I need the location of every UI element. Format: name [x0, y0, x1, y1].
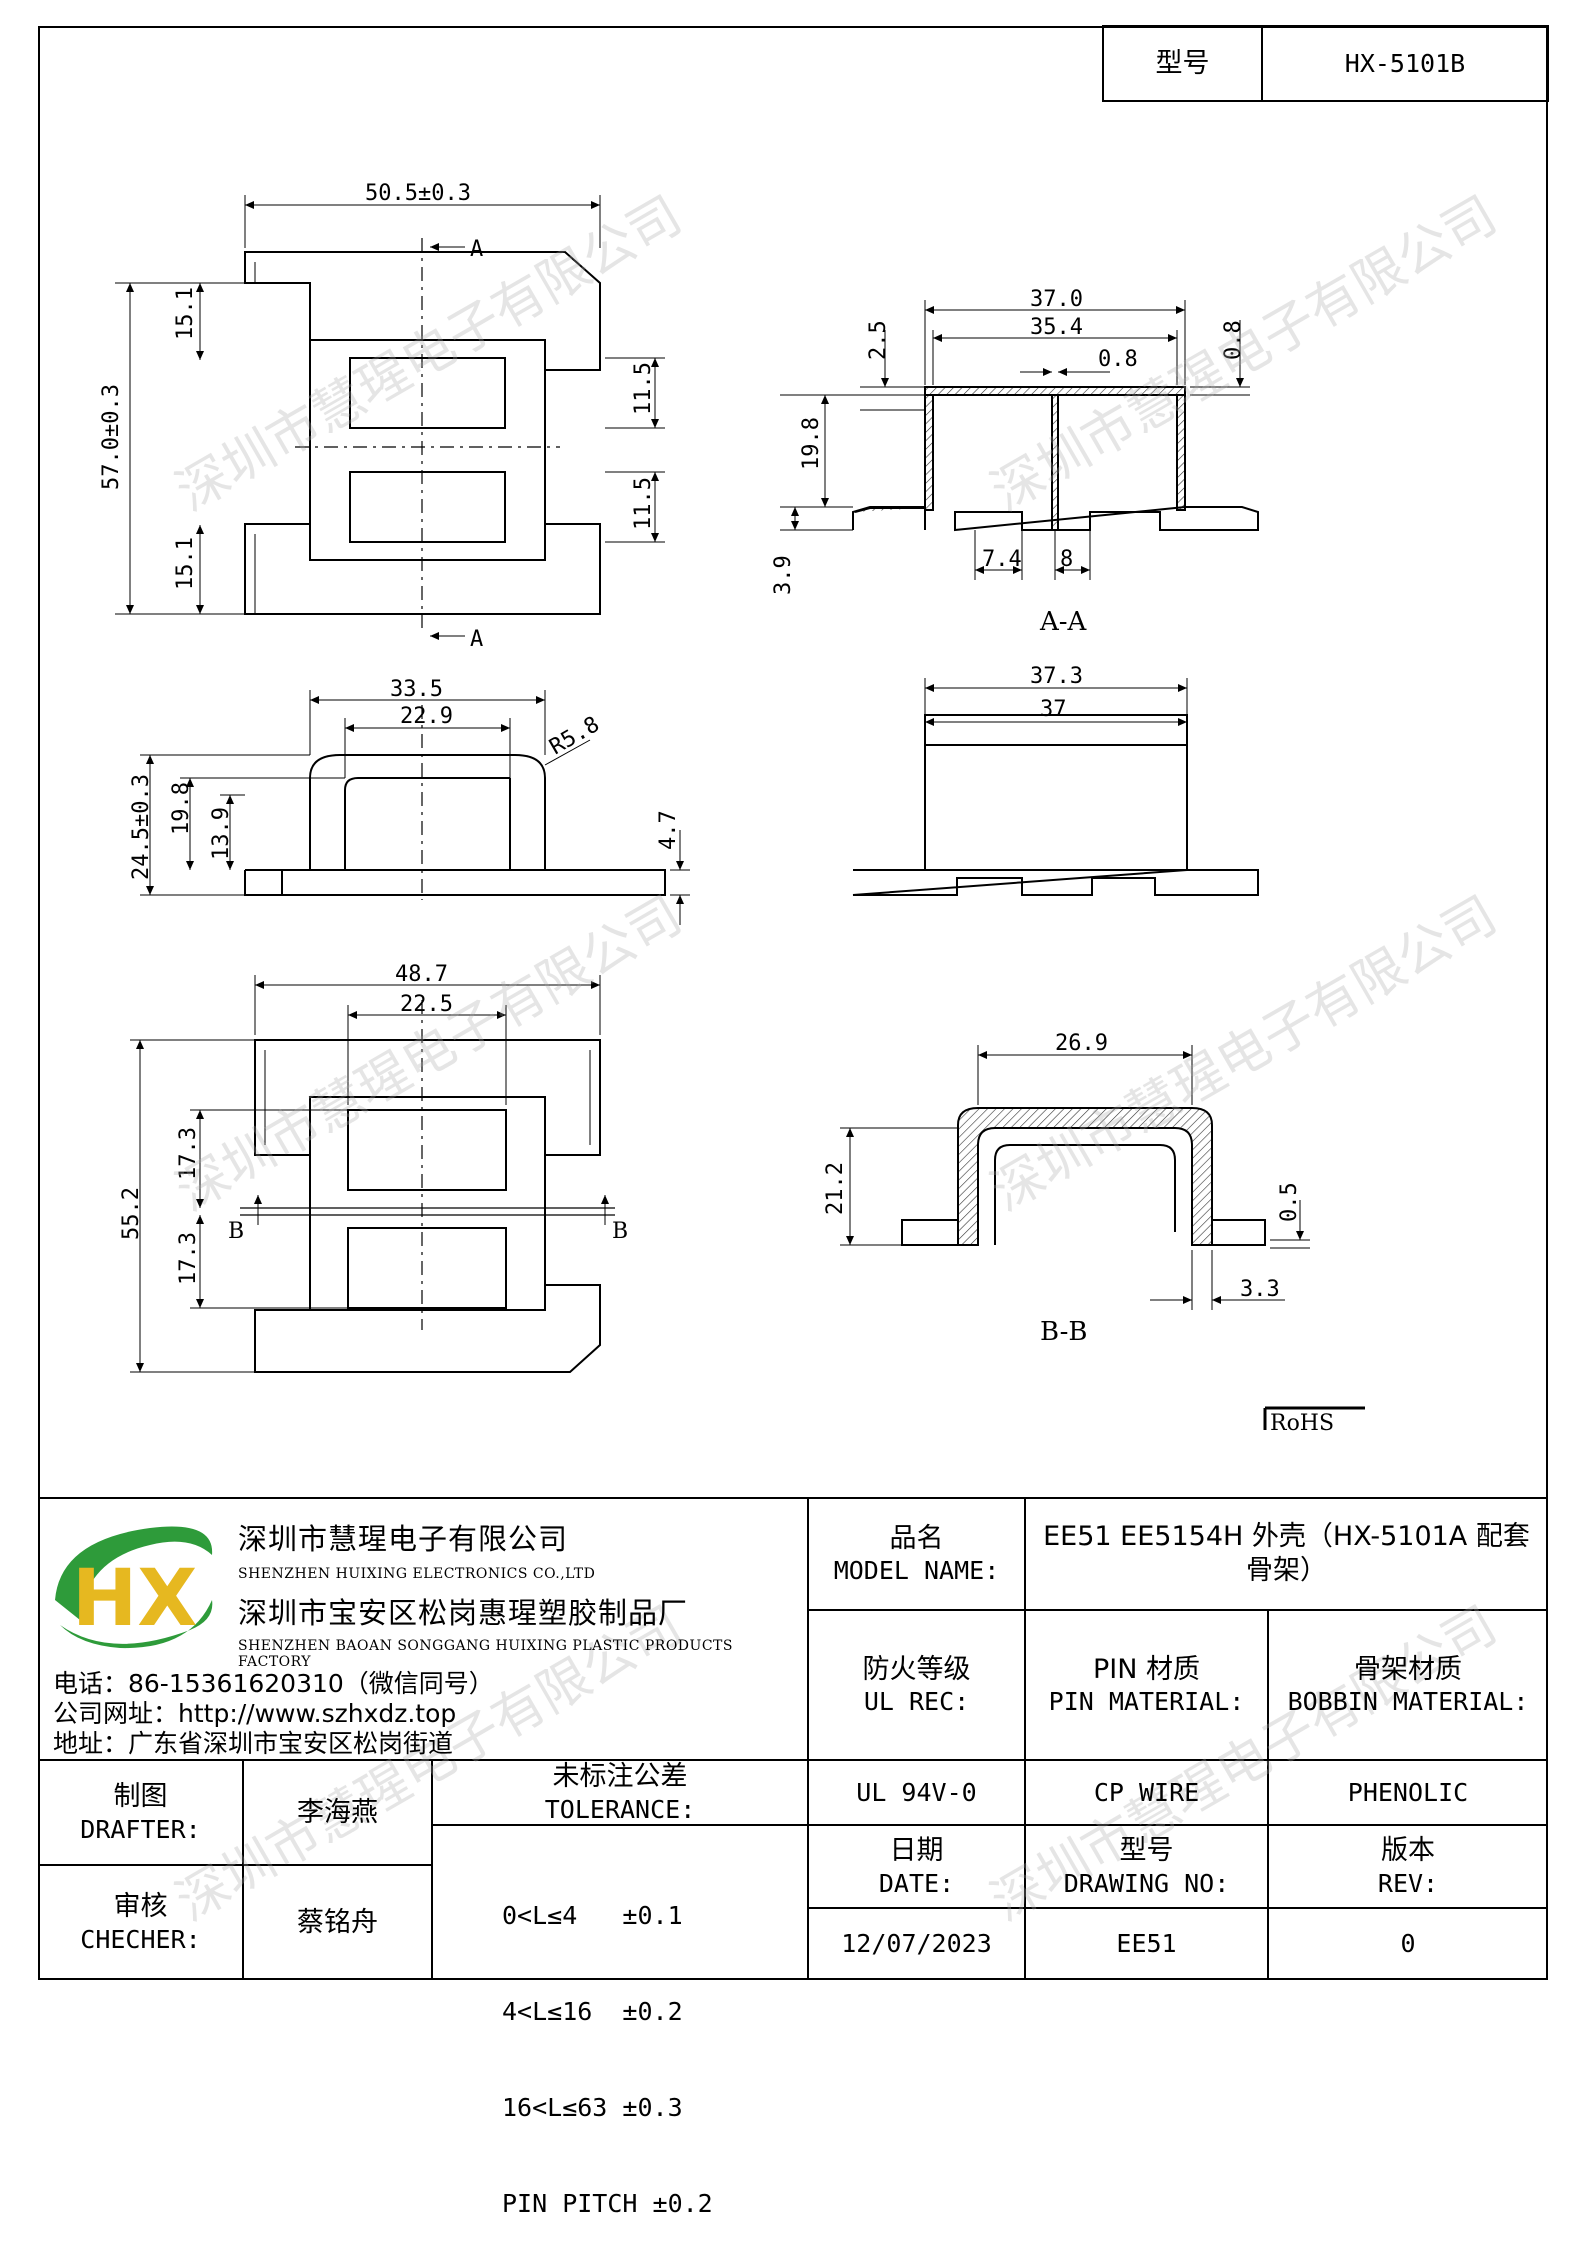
tolerance-row: 4<L≤16 ±0.2: [502, 1997, 683, 2026]
dim-bottom-half-top: 17.3: [176, 1127, 201, 1180]
top-view: 50.5±0.3 A A 57.0±0.3 15.1 15.1 11.5 11.…: [99, 181, 665, 652]
ul-rec-value: UL 94V-0: [856, 1777, 977, 1807]
rev-value: 0: [1400, 1929, 1416, 1959]
dim-side-inner: 37: [1040, 697, 1067, 722]
company-name-cn: 深圳市慧瑆电子有限公司: [238, 1522, 569, 1556]
dim-aa-outer: 37.0: [1030, 287, 1083, 312]
model-name-value: EE51 EE5154H 外壳（HX-5101A 配套骨架）: [1043, 1521, 1530, 1586]
section-bb-title: B-B: [1040, 1317, 1087, 1347]
dim-aa-center: 8: [1060, 547, 1073, 572]
dim-bb-height: 21.2: [823, 1162, 848, 1215]
company-address: 地址：广东省深圳市宝安区松岗街道: [53, 1729, 454, 1758]
company-phone: 电话：86-15361620310（微信同号）: [53, 1669, 494, 1698]
dim-front-low: 13.9: [209, 807, 234, 860]
svg-text:HX: HX: [72, 1554, 197, 1644]
factory-name-cn: 深圳市宝安区松岗惠瑆塑胶制品厂: [238, 1596, 689, 1630]
company-info: 深圳市慧瑆电子有限公司 SHENZHEN HUIXING ELECTRONICS…: [38, 1498, 808, 1760]
dim-aa-inner: 35.4: [1030, 315, 1083, 340]
tolerance-row: 16<L≤63 ±0.3: [502, 2093, 683, 2122]
header-model-value: HX-5101B: [1344, 48, 1466, 78]
dim-aa-base: 3.9: [771, 555, 796, 595]
dim-aa-slot: 7.4: [982, 547, 1022, 572]
dim-side-outer: 37.3: [1030, 664, 1083, 689]
dim-bottom-half-bottom: 17.3: [176, 1232, 201, 1285]
dim-front-base: 4.7: [656, 810, 681, 850]
dim-front-inner: 22.9: [400, 704, 453, 729]
tolerance-row: 0<L≤4 ±0.1: [502, 1901, 683, 1930]
drawing-frame: [38, 26, 1548, 1980]
checker-name: 蔡铭舟: [297, 1906, 378, 1938]
dim-window-bottom: 11.5: [631, 477, 656, 530]
company-logo: HX: [55, 1526, 213, 1649]
dim-bb-width: 26.9: [1055, 1031, 1108, 1056]
section-a-bottom: A: [470, 627, 483, 652]
header-model-label: 型号: [1155, 47, 1210, 79]
factory-name-en: SHENZHEN BAOAN SONGGANG HUIXING PLASTIC …: [238, 1638, 733, 1670]
section-bb-view: 26.9 3.3 B-B 21.2 0.5: [823, 1031, 1310, 1347]
rohs-mark: RoHS: [1263, 1406, 1365, 1436]
dim-window-top: 11.5: [631, 362, 656, 415]
pin-material-value: CP WIRE: [1093, 1777, 1200, 1807]
bottom-view: 48.7 22.5 B B 55.2 17.3 17.3: [119, 962, 628, 1373]
dim-top-height: 57.0±0.3: [99, 384, 124, 490]
tolerance-row: PIN PITCH ±0.2: [502, 2189, 713, 2218]
drafter-name: 李海燕: [297, 1796, 378, 1828]
section-aa-view: 37.0 35.4 0.8 7.4 8 A-A 2.5 0.8 19.8 3.9: [771, 287, 1259, 637]
section-a-top: A: [470, 237, 483, 262]
dim-front-outer: 33.5: [390, 677, 443, 702]
dim-flange-top: 15.1: [173, 287, 198, 340]
company-name-en: SHENZHEN HUIXING ELECTRONICS CO.,LTD: [238, 1566, 596, 1582]
dim-bottom-width: 48.7: [395, 962, 448, 987]
dim-bb-thickness: 0.5: [1277, 1182, 1302, 1222]
dim-aa-height: 19.8: [799, 417, 824, 470]
front-view: 33.5 22.9 R5.8 24.5±0.3 19.8 13.9 4.7: [129, 677, 690, 925]
dim-aa-wall-top: 2.5: [866, 320, 891, 360]
side-view: 37.3 37: [852, 664, 1259, 896]
company-website: 公司网址：http://www.szhxdz.top: [53, 1699, 457, 1728]
dim-bb-flange: 3.3: [1240, 1277, 1280, 1302]
section-b-left: B: [228, 1219, 244, 1244]
section-aa-title: A-A: [1039, 607, 1088, 637]
dim-aa-right-wall: 0.8: [1221, 320, 1246, 360]
svg-text:RoHS: RoHS: [1270, 1411, 1334, 1436]
dim-bottom-height: 55.2: [119, 1187, 144, 1240]
technical-drawing: 50.5±0.3 A A 57.0±0.3 15.1 15.1 11.5 11.…: [38, 25, 1549, 1980]
dim-flange-bottom: 15.1: [173, 537, 198, 590]
drawing-no-value: EE51: [1116, 1929, 1177, 1959]
dim-front-mid: 19.8: [169, 782, 194, 835]
section-b-right: B: [612, 1219, 628, 1244]
dim-top-width: 50.5±0.3: [365, 181, 471, 206]
date-value: 12/07/2023: [841, 1929, 992, 1959]
bobbin-material-value: PHENOLIC: [1347, 1777, 1469, 1807]
dim-aa-wall: 0.8: [1098, 347, 1138, 372]
dim-bottom-inner: 22.5: [400, 992, 453, 1017]
title-block-grid: [38, 1497, 1548, 1980]
dim-front-height: 24.5±0.3: [129, 774, 154, 880]
